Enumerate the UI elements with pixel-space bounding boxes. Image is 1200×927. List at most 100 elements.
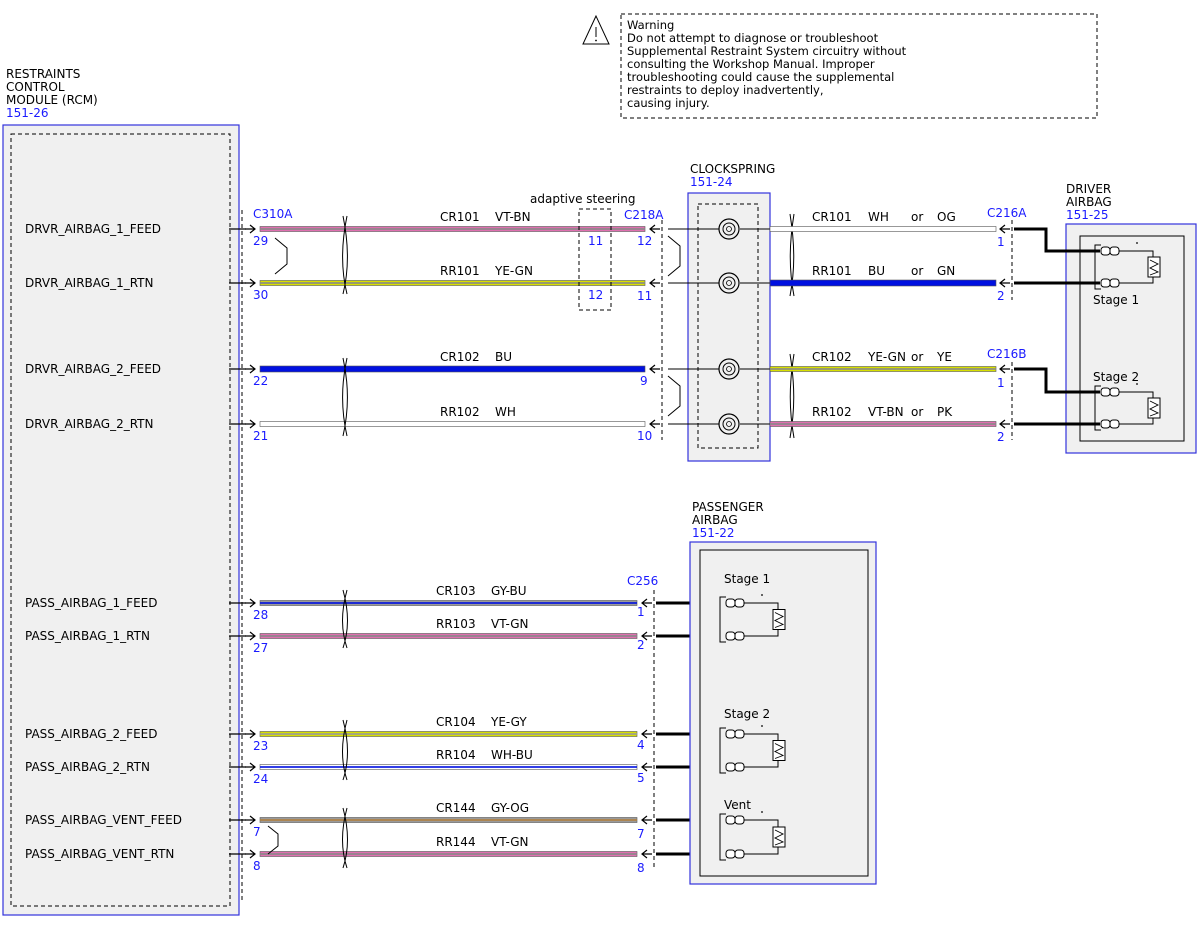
twist-mark <box>789 213 795 297</box>
pin-arrow <box>245 224 256 234</box>
squib-plug <box>1109 278 1120 288</box>
c218a-label: C218A <box>624 208 664 222</box>
squib-plug <box>1100 278 1111 288</box>
twist-mark <box>789 353 795 439</box>
c256-connector: C256 1 2 4 5 7 8 <box>627 574 658 875</box>
wire-color-label: YE-GY <box>490 715 527 729</box>
rcm-pin-label: 22 <box>253 374 268 388</box>
wire-circuit-label: RR144 <box>436 835 476 849</box>
wire <box>259 365 646 373</box>
pin-arrow <box>245 762 256 772</box>
rcm-signal-label: PASS_AIRBAG_VENT_RTN <box>25 847 174 861</box>
driver-airbag: DRIVER AIRBAG 151-25 Stage 1 Stage 2 <box>1014 182 1197 454</box>
squib-plug <box>734 762 745 772</box>
rcm-signal-label: PASS_AIRBAG_2_FEED <box>25 727 157 741</box>
wire-tracer <box>770 423 996 425</box>
adaptive-steering-label: adaptive steering <box>530 192 636 206</box>
squib-dot <box>1136 383 1138 385</box>
wire-tracer <box>260 766 637 768</box>
c218a-pin: 12 <box>637 234 652 248</box>
wire-tracer <box>260 228 645 230</box>
coil-inner <box>722 276 736 290</box>
squib-bracket <box>1094 244 1101 290</box>
squib-element <box>772 740 786 761</box>
twist-mark <box>342 357 348 437</box>
warning-box <box>620 13 1098 119</box>
c256-pin: 5 <box>637 771 645 785</box>
wire-color-label: WH-BU <box>491 748 533 762</box>
rcm-pin-label: 29 <box>253 234 268 248</box>
squib-wire <box>1141 277 1154 284</box>
wire-circuit-label: RR104 <box>436 748 476 762</box>
rcm-signal-label: PASS_AIRBAG_2_RTN <box>25 760 150 774</box>
coil-core <box>726 226 732 232</box>
pin-arrow <box>641 762 652 772</box>
squib-bracket <box>719 596 726 643</box>
c216a-pin: 2 <box>997 289 1005 303</box>
squib-plug <box>1109 387 1120 397</box>
pin-arrow <box>245 815 256 825</box>
c216b-pin: 1 <box>997 376 1005 390</box>
c256-pin: 2 <box>637 638 645 652</box>
wire-tracer <box>770 368 996 370</box>
pin-arrow <box>999 224 1010 234</box>
clockspring: CLOCKSPRING 151-24 <box>668 162 775 462</box>
wire-circuit-label: RR101 <box>812 264 852 278</box>
squib-plug <box>734 598 745 608</box>
c218a-connector: C218A 12 11 9 10 <box>624 208 664 443</box>
wire-circuit-label: RR101 <box>440 264 480 278</box>
squib-zigzag <box>773 829 785 846</box>
rcm-pin-label: 24 <box>253 772 268 786</box>
wire-tracer <box>260 733 637 735</box>
rcm-title-line: RESTRAINTS <box>6 67 80 81</box>
twist-mark <box>342 215 348 295</box>
pin-arrow <box>649 364 660 374</box>
c256-pin: 7 <box>637 827 645 841</box>
coil-outer <box>718 272 740 294</box>
shorting-bar <box>667 375 681 417</box>
wire-color-label: VT-GN <box>491 835 528 849</box>
squib-plug <box>1100 419 1111 429</box>
warning-line: troubleshooting could cause the suppleme… <box>627 70 894 84</box>
wire <box>769 279 997 287</box>
twisted-pair-marks <box>342 213 795 869</box>
pin-arrow <box>649 278 660 288</box>
coil-outer <box>718 218 740 240</box>
wire-circuit-label: CR103 <box>436 584 476 598</box>
rcm-signal-label: DRVR_AIRBAG_1_FEED <box>25 222 161 236</box>
wire-circuit-label: RR102 <box>440 405 480 419</box>
squib-bracket <box>719 727 726 774</box>
squib-wire <box>766 629 779 637</box>
pin-arrow <box>999 419 1010 429</box>
warning-line: consulting the Workshop Manual. Improper <box>627 57 875 71</box>
rcm-pin-label: 27 <box>253 641 268 655</box>
wire-circuit-label: CR102 <box>812 350 852 364</box>
c218a-pin: 9 <box>640 374 648 388</box>
rcm-pin-label: 30 <box>253 288 268 302</box>
c310a-connector-label: C310A <box>253 207 293 221</box>
passenger-airbag-title-line: PASSENGER <box>692 500 764 514</box>
squib-plug <box>1100 387 1111 397</box>
wire-color-label: GY-OG <box>491 801 529 815</box>
squib-bracket <box>1094 385 1101 431</box>
squib-plug <box>734 815 745 825</box>
squib-wire <box>766 847 779 855</box>
squib-plug <box>1109 246 1120 256</box>
rcm-pin-label: 23 <box>253 739 268 753</box>
coil-core <box>726 421 732 427</box>
pin-arrow <box>649 419 660 429</box>
squib-dot <box>1136 242 1138 244</box>
rcm-signal-label: DRVR_AIRBAG_2_RTN <box>25 417 154 431</box>
wire-circuit-label: CR101 <box>440 210 480 224</box>
rcm-signal-labels: DRVR_AIRBAG_1_FEEDDRVR_AIRBAG_1_RTNDRVR_… <box>25 222 182 861</box>
c216a-pin: 1 <box>997 235 1005 249</box>
squib-plug <box>725 762 736 772</box>
passenger-airbag: PASSENGER AIRBAG 151-22 Stage 1 Stage 2 … <box>689 500 877 885</box>
driver-airbag-title-line: AIRBAG <box>1066 195 1112 209</box>
driver-stage-label: Stage 1 <box>1093 293 1139 307</box>
driver-stage-label: Stage 2 <box>1093 370 1139 384</box>
clockspring-inner <box>697 203 759 449</box>
driver-lead <box>1014 227 1100 253</box>
